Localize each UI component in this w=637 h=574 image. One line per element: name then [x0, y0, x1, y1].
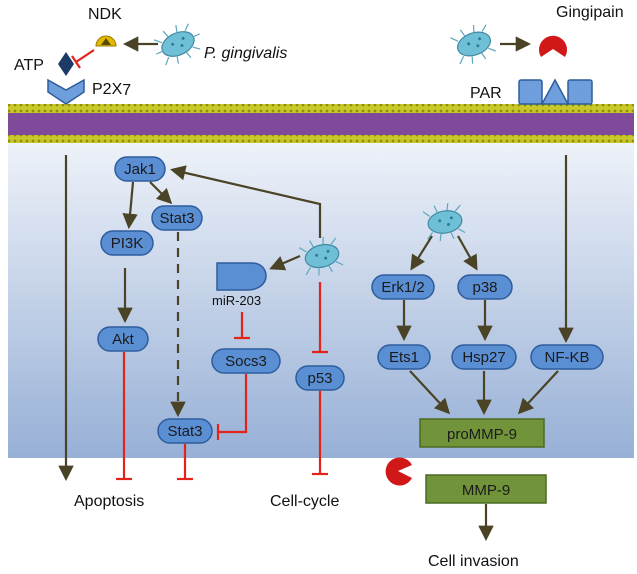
node-p53-label: p53	[307, 370, 332, 387]
node-socs3-label: Socs3	[225, 353, 267, 370]
arrow-jak1-to-pi3k	[122, 181, 138, 230]
p-gingivalis-label: P. gingivalis	[204, 45, 287, 62]
mir203-label: miR-203	[212, 293, 261, 308]
node-stat3-bottom	[157, 418, 213, 444]
bacterium-icon	[153, 23, 201, 66]
p2x7-label: P2X7	[92, 81, 131, 99]
arrow-jak1-to-stat3	[149, 181, 173, 205]
box-mmp9	[425, 474, 547, 504]
inhibit-socs3-stat3	[218, 374, 248, 434]
node-stat3-bottom-label: Stat3	[167, 423, 202, 440]
node-jak1	[114, 156, 166, 182]
ndk-icon	[95, 35, 117, 47]
box-mmp9-label: MMP-9	[462, 482, 510, 499]
gingipain-icon	[539, 35, 567, 57]
node-nfkb	[530, 344, 604, 370]
node-hsp27	[451, 344, 517, 370]
gingipain-label: Gingipain	[556, 4, 624, 21]
node-hsp27-label: Hsp27	[462, 349, 505, 366]
node-socs3	[211, 348, 281, 374]
arrow-nfkb-to-prommp9	[517, 370, 559, 415]
p2x7-receptor-icon	[47, 78, 85, 105]
ndk-label: NDK	[88, 6, 122, 23]
node-stat3-top-label: Stat3	[159, 210, 194, 227]
arrow-bacterium-to-p38	[457, 235, 478, 271]
cell-invasion-label: Cell invasion	[428, 553, 519, 570]
box-prommp9-label: proMMP-9	[447, 426, 517, 443]
par-label: PAR	[470, 85, 502, 102]
atp-icon	[58, 52, 74, 76]
arrow-bacterium-to-jak1	[169, 165, 322, 238]
inhibit-ndk-atp	[71, 49, 95, 69]
node-akt	[97, 326, 149, 352]
node-ets1	[377, 344, 431, 370]
arrow-bacterium-to-mir203	[269, 254, 301, 271]
node-p53	[295, 365, 345, 391]
arrow-ets1-to-prommp9	[409, 370, 451, 415]
node-p38-label: p38	[472, 279, 497, 296]
node-pi3k	[100, 230, 154, 256]
apoptosis-label: Apoptosis	[74, 493, 144, 510]
node-stat3-top	[151, 205, 203, 231]
par-receptor-icon	[518, 78, 593, 105]
node-jak1-label: Jak1	[124, 161, 156, 178]
node-erk12-label: Erk1/2	[381, 279, 424, 296]
box-prommp9	[419, 418, 545, 448]
atp-label: ATP	[14, 57, 44, 74]
arrow-bacterium-to-erk12	[410, 235, 433, 271]
bacterium-icon	[298, 237, 344, 276]
node-pi3k-label: PI3K	[111, 235, 144, 252]
mir203-icon	[216, 262, 267, 291]
bacterium-icon	[450, 24, 496, 65]
cell-cycle-label: Cell-cycle	[270, 493, 339, 510]
node-ets1-label: Ets1	[389, 349, 419, 366]
node-nfkb-label: NF-KB	[545, 349, 590, 366]
node-akt-label: Akt	[112, 331, 135, 348]
bacterium-icon	[422, 203, 466, 242]
gingipain-icon	[385, 457, 412, 486]
node-erk12	[371, 274, 435, 300]
node-p38	[457, 274, 513, 300]
cell-membrane	[8, 104, 634, 143]
